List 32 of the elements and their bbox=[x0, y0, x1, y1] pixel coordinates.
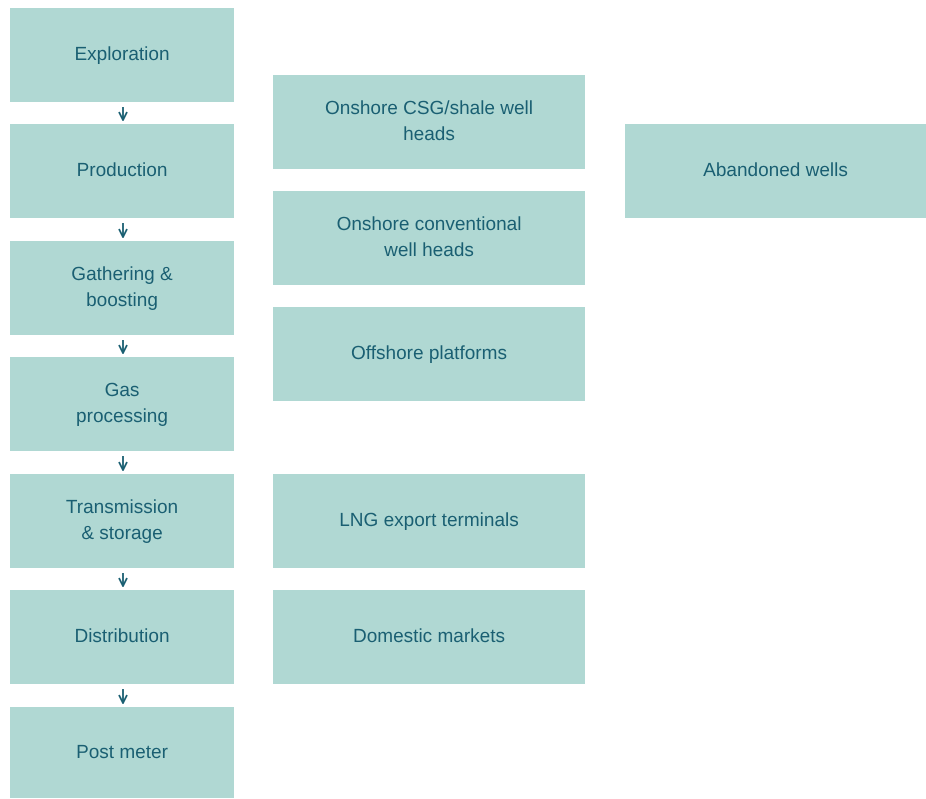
arrow bbox=[118, 573, 128, 587]
box-label: Exploration bbox=[74, 43, 170, 68]
box-label: Post meter bbox=[76, 740, 168, 765]
process-box bbox=[10, 241, 234, 335]
box-label: Gathering & boosting bbox=[70, 263, 174, 313]
process-box bbox=[10, 124, 234, 218]
arrow bbox=[118, 456, 128, 471]
process-box bbox=[10, 474, 234, 568]
process-box bbox=[10, 707, 234, 798]
box-label: Production bbox=[76, 159, 168, 184]
process-box bbox=[273, 191, 585, 285]
arrow bbox=[118, 223, 128, 238]
box-label: Offshore platforms bbox=[351, 342, 507, 366]
arrow bbox=[118, 689, 128, 704]
process-box bbox=[10, 8, 234, 102]
process-box bbox=[273, 75, 585, 169]
process-box bbox=[10, 357, 234, 451]
box-label: Onshore conventional well heads bbox=[336, 213, 522, 263]
box-label: Transmission & storage bbox=[64, 496, 180, 546]
arrow bbox=[118, 340, 128, 354]
box-label: Onshore CSG/shale well heads bbox=[324, 97, 534, 147]
arrow bbox=[118, 107, 128, 121]
process-box bbox=[273, 307, 585, 401]
box-label: Abandoned wells bbox=[703, 159, 848, 184]
process-box bbox=[273, 590, 585, 684]
box-label: Distribution bbox=[74, 625, 170, 650]
process-box bbox=[10, 590, 234, 684]
process-box bbox=[625, 124, 926, 218]
box-label: LNG export terminals bbox=[339, 509, 519, 534]
box-label: Gas processing bbox=[75, 379, 169, 429]
process-box bbox=[273, 474, 585, 568]
box-label: Domestic markets bbox=[352, 625, 506, 650]
